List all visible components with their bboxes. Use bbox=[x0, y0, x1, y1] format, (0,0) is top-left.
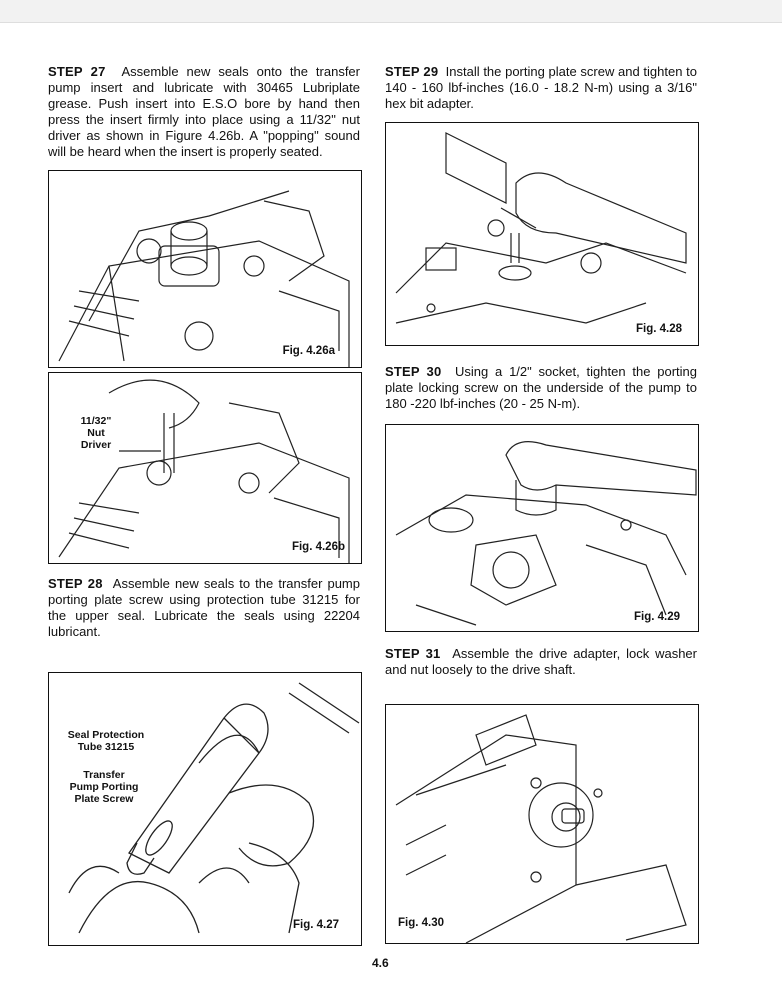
callout-line-2: Nut bbox=[87, 427, 105, 439]
figure-4-27-caption: Fig. 4.27 bbox=[292, 919, 339, 931]
figure-4-28: Fig. 4.28 bbox=[385, 122, 699, 346]
step-30-text: Using a 1/2" socket, tighten the porting… bbox=[385, 364, 697, 411]
callout-screw-line-2: Pump Porting bbox=[69, 781, 139, 793]
page-number: 4.6 bbox=[372, 956, 389, 970]
figure-4-26b-callout: 11/32" Nut Driver bbox=[75, 415, 117, 451]
step-27: STEP 27 Assemble new seals onto the tran… bbox=[48, 64, 360, 160]
callout-tube-line-1: Seal Protection bbox=[67, 729, 145, 741]
callout-tube-line-2: Tube 31215 bbox=[77, 741, 135, 753]
step-31: STEP 31 Assemble the drive adapter, lock… bbox=[385, 646, 697, 678]
viewer-top-bar bbox=[0, 0, 782, 23]
figure-4-27-illustration bbox=[68, 682, 360, 934]
step-30: STEP 30 Using a 1/2" socket, tighten the… bbox=[385, 364, 697, 412]
step-28: STEP 28 Assemble new seals to the transf… bbox=[48, 576, 360, 640]
figure-4-30: Fig. 4.30 bbox=[385, 704, 699, 944]
step-28-text: Assemble new seals to the transfer pump … bbox=[48, 576, 360, 639]
figure-4-27-callout-screw: Transfer Pump Porting Plate Screw bbox=[59, 769, 149, 805]
callout-screw-line-3: Plate Screw bbox=[74, 793, 134, 805]
figure-4-30-illustration bbox=[395, 714, 687, 943]
figure-4-29-illustration bbox=[395, 441, 697, 626]
callout-line-1: 11/32" bbox=[80, 415, 112, 427]
figure-4-29: Fig. 4.29 bbox=[385, 424, 699, 632]
figure-4-26a: Fig. 4.26a bbox=[48, 170, 362, 368]
step-27-label: STEP 27 bbox=[48, 64, 106, 79]
figure-4-30-caption: Fig. 4.30 bbox=[398, 917, 445, 929]
figure-4-26b-illustration bbox=[58, 379, 350, 563]
figure-4-26a-caption: Fig. 4.26a bbox=[282, 345, 335, 357]
step-28-label: STEP 28 bbox=[48, 576, 103, 591]
figure-4-26b-caption: Fig. 4.26b bbox=[291, 541, 345, 553]
figure-4-27: Seal Protection Tube 31215 Transfer Pump… bbox=[48, 672, 362, 946]
step-31-label: STEP 31 bbox=[385, 646, 441, 661]
figure-4-28-caption: Fig. 4.28 bbox=[635, 323, 682, 335]
step-29-text: Install the porting plate screw and tigh… bbox=[385, 64, 697, 111]
figure-4-29-caption: Fig. 4.29 bbox=[633, 611, 680, 623]
step-29-label: STEP 29 bbox=[385, 64, 439, 79]
callout-line-3: Driver bbox=[80, 439, 112, 451]
step-30-label: STEP 30 bbox=[385, 364, 442, 379]
figure-4-27-callout-tube: Seal Protection Tube 31215 bbox=[61, 729, 151, 753]
figure-4-26a-illustration bbox=[58, 190, 350, 367]
step-29: STEP 29 Install the porting plate screw … bbox=[385, 64, 697, 112]
step-31-text: Assemble the drive adapter, lock washer … bbox=[385, 646, 697, 677]
callout-screw-line-1: Transfer bbox=[83, 769, 125, 781]
step-27-text: Assemble new seals onto the transfer pum… bbox=[48, 64, 360, 159]
figure-4-28-illustration bbox=[395, 132, 687, 324]
figure-4-26b: 11/32" Nut Driver Fig. 4.26b bbox=[48, 372, 362, 564]
